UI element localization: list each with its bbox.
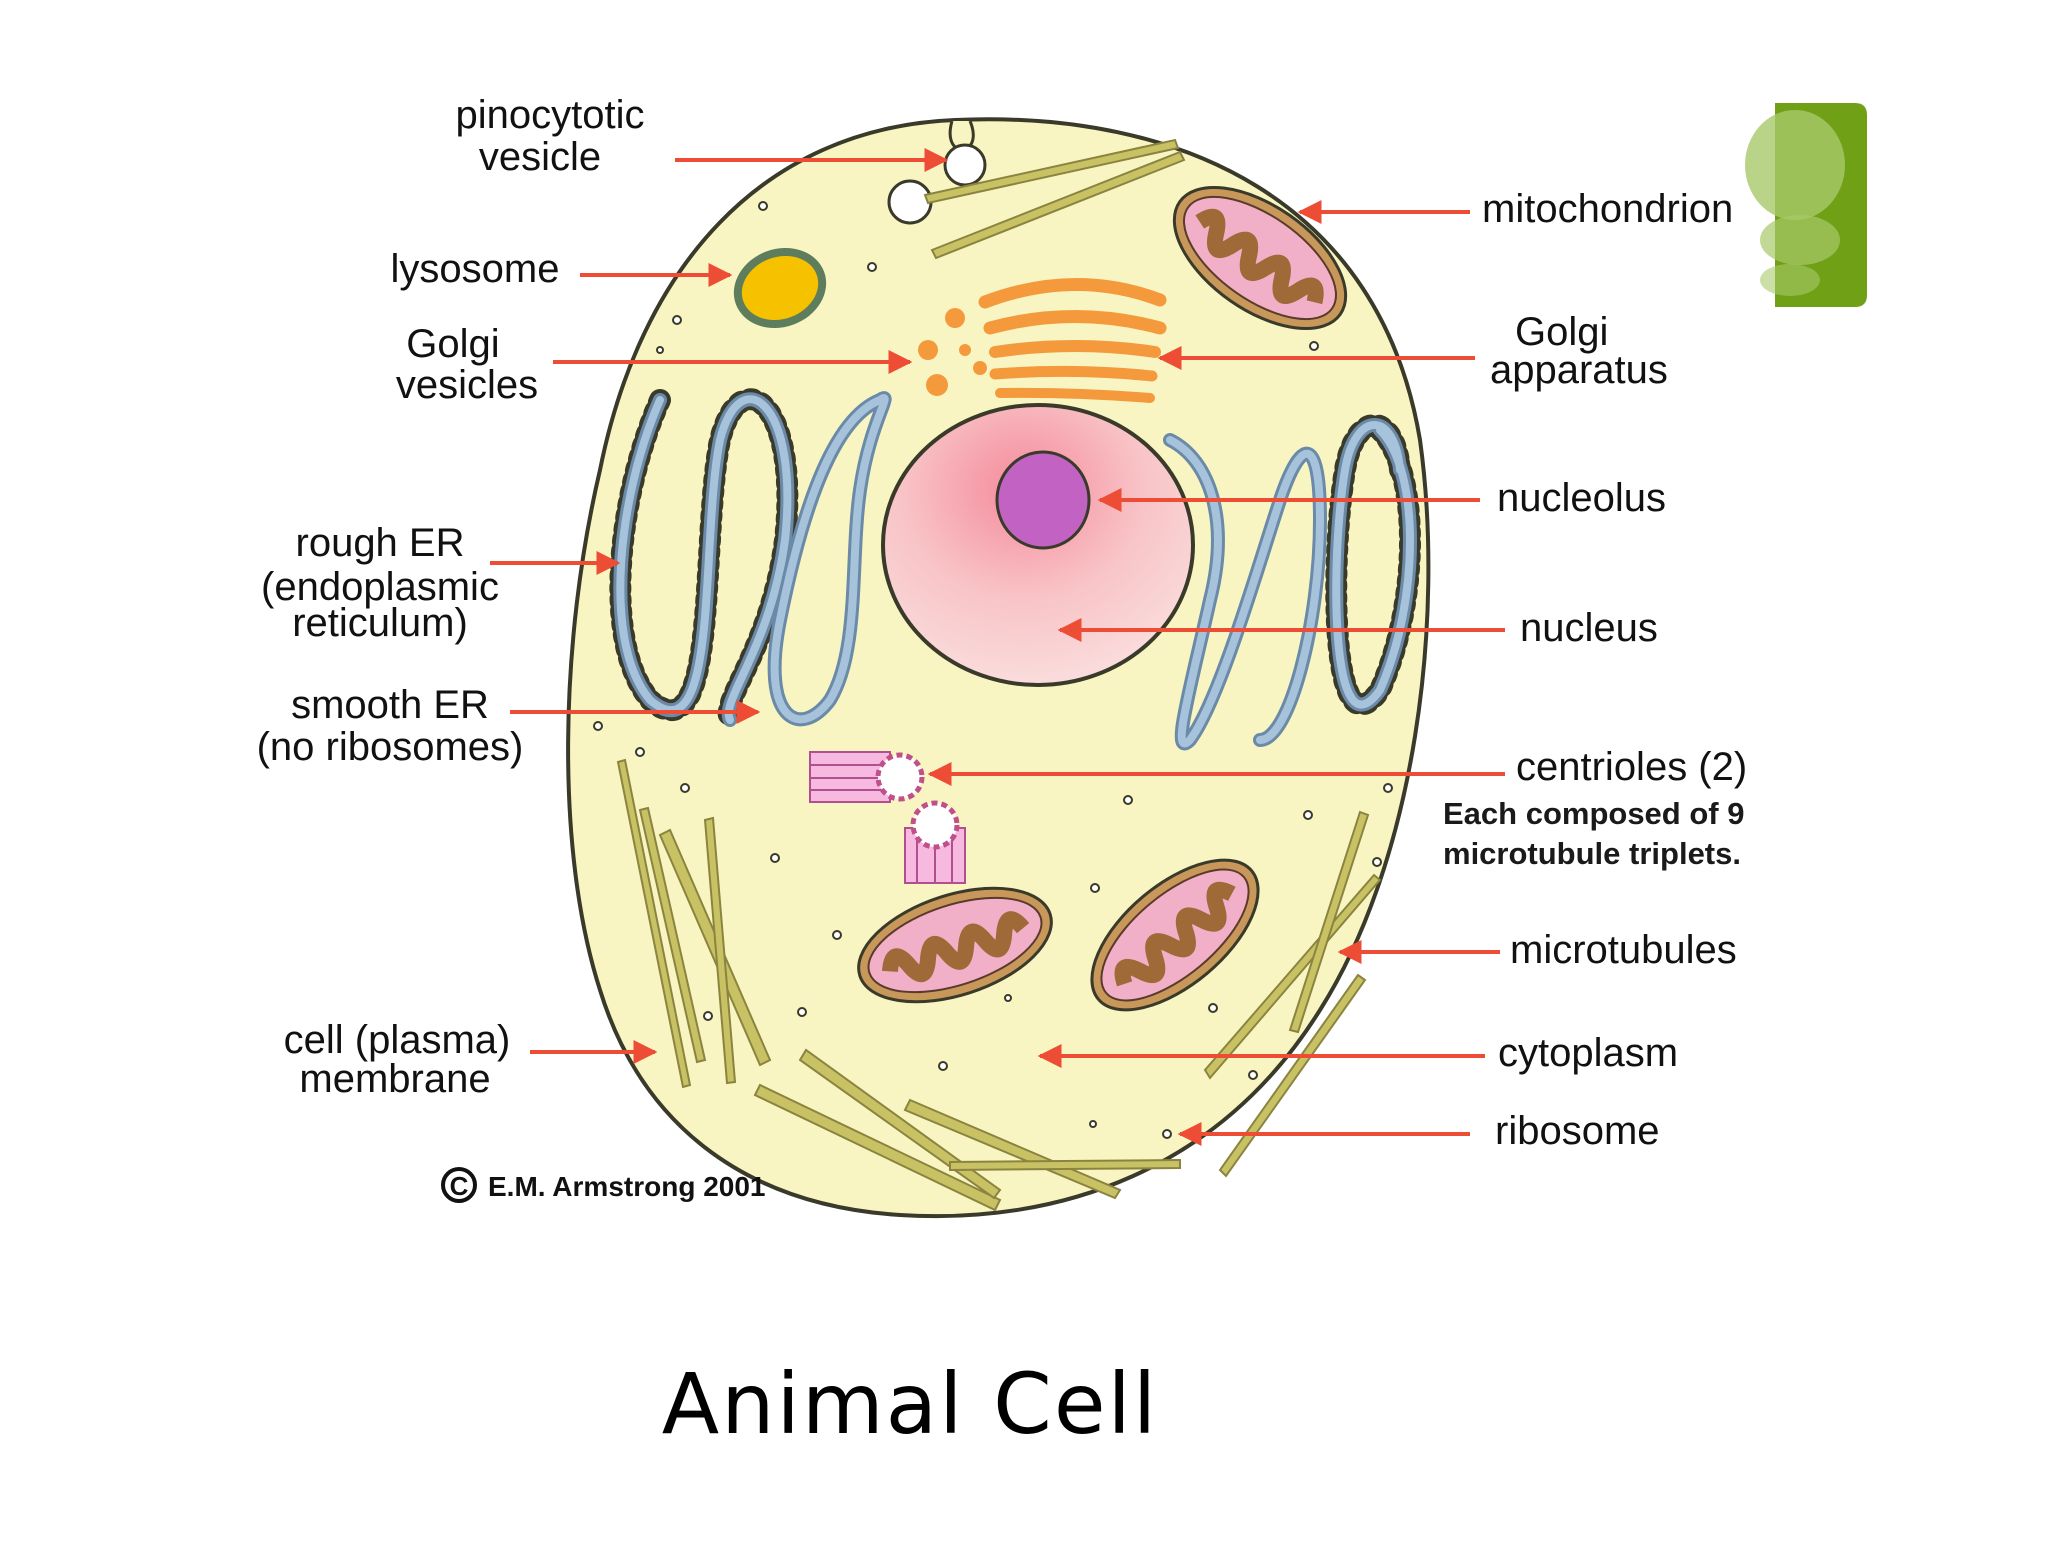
label-arrows (490, 148, 1505, 1146)
green-corner-shape (1745, 103, 1867, 307)
label-lysosome: lysosome (391, 247, 560, 291)
ribosomes (593, 201, 1393, 1139)
label-microtubules: microtubules (1510, 928, 1737, 972)
slide-title: Animal Cell (661, 1355, 1159, 1453)
centrioles (809, 751, 966, 884)
label-pinocytotic-vesicle-line1: pinocytotic (456, 93, 645, 137)
label-rough-er-line2: (endoplasmic (261, 565, 499, 609)
label-smooth-er-line1: smooth ER (291, 683, 489, 727)
label-centrioles-note-line1: Each composed of 9 (1443, 796, 1744, 831)
label-mitochondrion: mitochondrion (1482, 187, 1733, 231)
label-golgi-vesicles-line2: vesicles (396, 363, 538, 407)
smooth-er (767, 391, 1328, 751)
label-nucleus: nucleus (1520, 606, 1658, 650)
nucleolus (995, 450, 1091, 550)
copyright-credit: C E.M. Armstrong 2001 (441, 1167, 765, 1203)
label-cell-membrane-line1: cell (plasma) (284, 1018, 511, 1062)
label-golgi-apparatus-line2: apparatus (1490, 348, 1668, 392)
rough-er (609, 388, 1421, 731)
label-nucleolus: nucleolus (1497, 476, 1666, 520)
golgi-vesicles (918, 308, 987, 396)
label-pinocytotic-vesicle-line2: vesicle (479, 135, 601, 179)
copyright-icon (441, 1167, 477, 1203)
label-rough-er-line1: rough ER (296, 521, 465, 565)
golgi-apparatus (978, 278, 1167, 403)
microtubules (616, 138, 1382, 1212)
credit-text: E.M. Armstrong 2001 (488, 1171, 765, 1202)
pinocytotic-vesicle (887, 120, 987, 225)
label-centrioles: centrioles (2) (1516, 745, 1747, 789)
label-cytoplasm: cytoplasm (1498, 1031, 1678, 1075)
label-rough-er-line3: reticulum) (292, 601, 468, 645)
label-centrioles-note-line2: microtubule triplets. (1443, 836, 1741, 871)
label-smooth-er-line2: (no ribosomes) (257, 725, 524, 769)
mitochondrion (857, 185, 1348, 1012)
label-ribosome: ribosome (1495, 1109, 1660, 1153)
label-golgi-vesicles-line1: Golgi (406, 322, 499, 366)
label-golgi-apparatus-line1: Golgi (1515, 310, 1608, 354)
copyright-symbol: C (450, 1171, 469, 1201)
lysosome (733, 247, 827, 329)
label-cell-membrane-line2: membrane (299, 1057, 490, 1101)
